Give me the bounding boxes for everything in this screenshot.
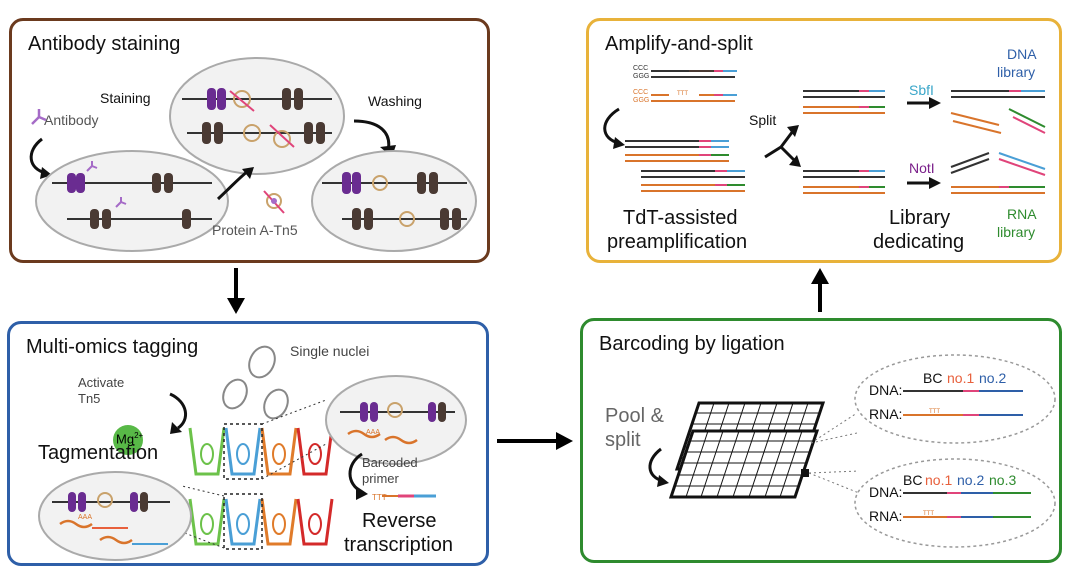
chromatin-washed (322, 172, 467, 230)
transcription-label: transcription (344, 534, 453, 556)
split-label: Split (749, 112, 777, 128)
top-rna-label: RNA: (869, 406, 903, 422)
top-bc-label: BC (923, 370, 943, 386)
antibody-label: Antibody (44, 112, 99, 128)
bottom-ttt-label: TTT (923, 511, 934, 517)
single-nuclei-icon (222, 345, 289, 420)
curved-arrow-preamp (603, 107, 620, 145)
chromatin-staining (182, 88, 332, 148)
amplify-illustration (603, 70, 1046, 194)
nucleus-ellipse-washed (311, 150, 477, 252)
pool-label-line1: Pool & (605, 405, 664, 427)
aaa-label-left: AAA (78, 514, 93, 521)
bottom-dna-label: DNA: (869, 484, 903, 500)
mg-charge: 2+ (134, 431, 144, 440)
barcoding-by-ligation-panel: Barcoding by ligation (580, 318, 1062, 563)
rna-library-line1: RNA (1007, 206, 1037, 222)
rna-branch-strands (803, 170, 885, 194)
barcoded-primer-line1: Barcoded (362, 455, 418, 470)
panel-title-multi-omics: Multi-omics tagging (26, 336, 199, 358)
bottom-bc-no3: no.3 (989, 472, 1017, 488)
ggg-label-bottom: GGG (633, 97, 650, 104)
panel-title-antibody-staining: Antibody staining (28, 33, 181, 55)
bottom-callout-strands (903, 492, 1031, 518)
noti-label: NotI (909, 160, 935, 176)
bottom-rna-label: RNA: (869, 508, 903, 524)
tubes-top-row (188, 427, 334, 476)
barcoding-illustration (648, 354, 1056, 548)
tagmentation-label: Tagmentation (38, 442, 159, 464)
ccc-label-bottom: CCC (633, 89, 649, 96)
staining-label: Staining (100, 90, 151, 106)
curved-arrow-staining (29, 137, 47, 175)
dedicating-label: dedicating (873, 231, 965, 253)
sbfi-label: SbfI (909, 82, 934, 98)
panel-title-barcoding: Barcoding by ligation (599, 333, 785, 355)
primer-ttt-label: TTT (372, 493, 387, 502)
split-arrow-icon (764, 130, 797, 163)
single-nuclei-label: Single nuclei (290, 343, 370, 359)
library-label: Library (889, 207, 951, 229)
curved-arrow-pool-split (648, 447, 664, 483)
tdt-tailed-strands (651, 70, 737, 102)
amplified-strands (625, 140, 745, 192)
rt-nucleus-ellipse (38, 471, 192, 561)
multi-omics-illustration (38, 345, 467, 561)
ttt-label-amp: TTT (677, 91, 688, 97)
top-bc-no1: no.1 (947, 370, 975, 386)
multi-omics-tagging-panel: Multi-omics tagging (7, 321, 489, 566)
protein-a-tn5-label: Protein A-Tn5 (212, 222, 298, 238)
arrow-multi-to-barcoding (497, 432, 573, 450)
nucleus-ellipse-initial (35, 150, 229, 252)
amplify-and-split-panel: Amplify-and-split (586, 18, 1062, 263)
arrow-barcoding-to-amplify (811, 268, 829, 312)
ggg-label-top: GGG (633, 73, 650, 80)
dna-library-line2: library (997, 64, 1036, 80)
dna-library-products (950, 90, 1046, 134)
chromatin-initial (52, 161, 212, 229)
antibody-staining-illustration (29, 57, 477, 252)
mg-ion-icon (113, 425, 143, 455)
top-ttt-label: TTT (929, 409, 940, 415)
callout-ellipse-bottom (854, 458, 1056, 548)
preamplification-label: preamplification (607, 231, 748, 253)
callout-ellipse-top (854, 354, 1056, 444)
ccc-label-top: CCC (633, 65, 649, 72)
top-callout-strands (903, 390, 1023, 416)
pool-label-line2: split (605, 429, 641, 451)
arrow-stain-to-multi (227, 268, 245, 314)
bottom-bc-no2: no.2 (957, 472, 985, 488)
activate-label-line2: Tn5 (78, 391, 101, 406)
nucleus-ellipse-staining (169, 57, 345, 175)
rna-library-line2: library (997, 224, 1036, 240)
panel-title-amplify-split: Amplify-and-split (605, 33, 753, 55)
protein-a-tn5-icon (263, 190, 285, 214)
tdt-assisted-label: TdT-assisted (623, 207, 738, 229)
curved-arrow-washing (353, 119, 391, 152)
top-dna-label: DNA: (869, 382, 903, 398)
washing-label: Washing (368, 93, 422, 109)
antibody-staining-panel: Antibody staining (9, 18, 490, 263)
top-bc-no2: no.2 (979, 370, 1007, 386)
mg-text: Mg (116, 431, 135, 447)
bottom-bc-label: BC (903, 472, 923, 488)
aaa-label-right: AAA (366, 429, 381, 436)
tagmented-nucleus-ellipse (325, 375, 467, 465)
reverse-label: Reverse (362, 510, 437, 532)
barcoded-primer-line2: primer (362, 471, 399, 486)
curved-arrow-activate (169, 392, 187, 430)
antibody-icon (31, 109, 47, 125)
bottom-bc-no1: no.1 (925, 472, 953, 488)
tubes-bottom-row (188, 498, 334, 546)
mg-label: Mg2+ (116, 431, 144, 447)
activate-label-line1: Activate (78, 375, 125, 390)
rna-library-products (950, 152, 1046, 194)
dna-branch-strands (803, 90, 885, 114)
plate-bottom-icon (668, 429, 820, 499)
dna-library-line1: DNA (1007, 46, 1037, 62)
